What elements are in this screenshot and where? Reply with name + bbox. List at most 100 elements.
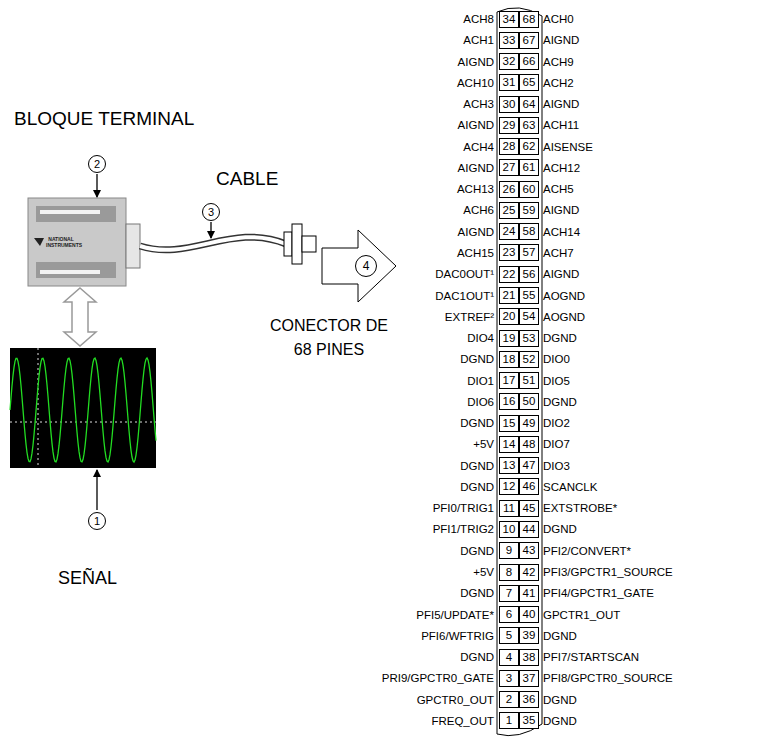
signal-name: DGND [460, 415, 494, 431]
pin-number: 2 [499, 691, 519, 708]
signal-name: DIO1 [467, 373, 494, 389]
signal-name: ACH9 [543, 54, 574, 70]
pin-number: 66 [519, 53, 539, 70]
pin-number: 42 [519, 564, 539, 581]
signal-name: AIGND [543, 96, 579, 112]
signal-name: DGND [543, 692, 577, 708]
signal-name: AIGND [543, 266, 579, 282]
pin-number: 31 [499, 74, 519, 91]
pin-number: 41 [519, 585, 539, 602]
pin-number: 44 [519, 521, 539, 538]
pin-number: 25 [499, 202, 519, 219]
pin-number: 68 [519, 11, 539, 28]
signal-name: PFI1/TRIG2 [433, 521, 494, 537]
plug [284, 224, 316, 264]
pin-number: 39 [519, 627, 539, 644]
pin-number: 50 [519, 393, 539, 410]
double-arrow [64, 288, 96, 346]
signal-name: ACH0 [543, 11, 574, 27]
pin-number: 60 [519, 181, 539, 198]
pin-number: 19 [499, 330, 519, 347]
signal-name: +5V [473, 436, 494, 452]
signal-name: DGND [460, 543, 494, 559]
signal-name: AIGND [458, 160, 494, 176]
signal-name: AOGND [543, 309, 585, 325]
pin-number: 26 [499, 181, 519, 198]
part-name: CONECTOR DE 68 PINES [270, 314, 388, 362]
signal-name: ACH12 [543, 160, 580, 176]
signal-name: PFI3/GPCTR1_SOURCE [543, 564, 673, 580]
signal-name: DGND [460, 649, 494, 665]
pin-number: 59 [519, 202, 539, 219]
signal-name: DIO6 [467, 394, 494, 410]
signal-name: FREQ_OUT [431, 713, 494, 729]
pin-number: 16 [499, 393, 519, 410]
signal-name: DGND [543, 713, 577, 729]
pin-number: 48 [519, 436, 539, 453]
signal-name: EXTSTROBE* [543, 500, 617, 516]
pin-number: 37 [519, 670, 539, 687]
pin-number: 49 [519, 415, 539, 432]
signal-name: ACH2 [543, 75, 574, 91]
pin-number: 35 [519, 712, 539, 729]
part-name: CABLE [216, 168, 278, 190]
callout-number: 3 [208, 206, 214, 218]
connector-outline [497, 8, 542, 736]
signal-name: ACH1 [463, 32, 494, 48]
part-name: SEÑAL [58, 568, 117, 589]
pin-number: 40 [519, 606, 539, 623]
pin-number: 46 [519, 478, 539, 495]
pin-number: 13 [499, 457, 519, 474]
signal-name: ACH11 [543, 117, 579, 133]
signal-name: PFI8/GPCTR0_SOURCE [543, 670, 673, 686]
pin-number: 6 [499, 606, 519, 623]
pin-number: 21 [499, 287, 519, 304]
pin-number: 22 [499, 266, 519, 283]
signal-name: PFI0/TRIG1 [433, 500, 494, 516]
pin-number: 57 [519, 244, 539, 261]
pin-number: 54 [519, 308, 539, 325]
pin-number: 43 [519, 542, 539, 559]
signal-name: AIGND [458, 117, 494, 133]
pin-number: 36 [519, 691, 539, 708]
signal-name: DIO2 [543, 415, 570, 431]
pin-number: 55 [519, 287, 539, 304]
signal-name: PRI9/GPCTR0_GATE [382, 670, 494, 686]
signal-name: ACH5 [543, 181, 574, 197]
signal-name: DAC0OUT¹ [435, 266, 494, 282]
part-name: BLOQUE TERMINAL [14, 108, 194, 130]
signal-name: DGND [543, 628, 577, 644]
signal-name: AIGND [458, 224, 494, 240]
pin-number: 1 [499, 712, 519, 729]
signal-name: GPCTR1_OUT [543, 607, 620, 623]
pin-number: 38 [519, 649, 539, 666]
signal-name: PFI7/STARTSCAN [543, 649, 639, 665]
leader-arrow [96, 470, 97, 510]
signal-name: SCANCLK [543, 479, 597, 495]
callout-number: 4 [363, 259, 370, 273]
pin-number: 34 [499, 11, 519, 28]
callout-number: 2 [94, 158, 100, 170]
signal-name: DGND [543, 330, 577, 346]
signal-name: DGND [460, 351, 494, 367]
pin-number: 17 [499, 372, 519, 389]
pin-number: 18 [499, 351, 519, 368]
signal-name: DGND [460, 479, 494, 495]
pin-number: 65 [519, 74, 539, 91]
signal-name: PFI6/WFTRIG [421, 628, 494, 644]
pin-number: 45 [519, 500, 539, 517]
signal-name: DAC1OUT¹ [435, 288, 494, 304]
signal-name: ACH6 [463, 202, 494, 218]
pin-number: 62 [519, 138, 539, 155]
pin-number: 10 [499, 521, 519, 538]
callout-circle: 2 [88, 155, 106, 173]
pin-number: 29 [499, 117, 519, 134]
pin-number: 30 [499, 96, 519, 113]
signal-name: DIO4 [467, 330, 494, 346]
callout-circle: 3 [202, 203, 220, 221]
callout-circle: 1 [88, 512, 106, 530]
signal-name: AISENSE [543, 139, 593, 155]
pin-number: 14 [499, 436, 519, 453]
pin-number: 11 [499, 500, 519, 517]
cable [140, 237, 286, 250]
